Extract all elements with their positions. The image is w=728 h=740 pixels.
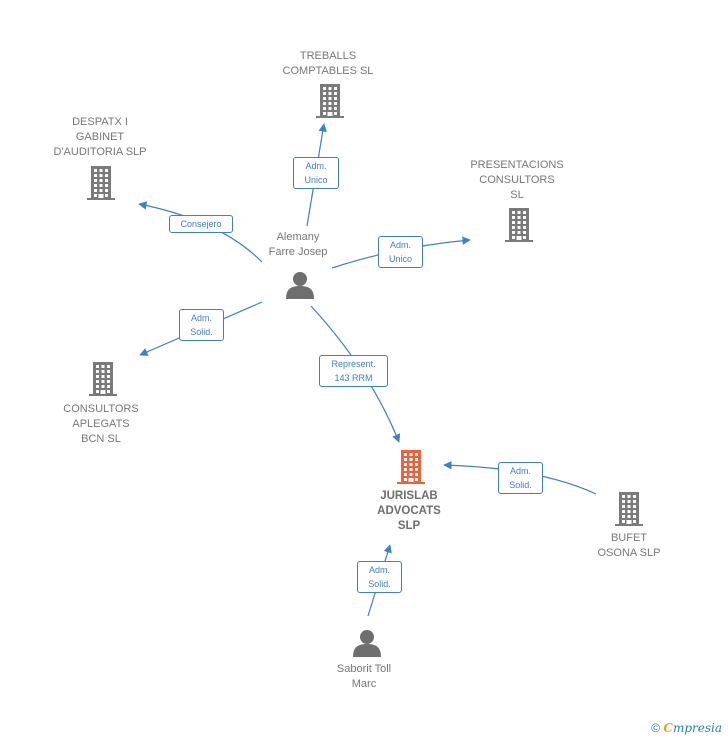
- node-label-saborit[interactable]: Saborit Toll Marc: [336, 663, 392, 690]
- edge-label-alemany-jurislab: Represent. 143 RRM: [319, 355, 388, 387]
- edge-label-saborit-jurislab: Adm. Solid.: [357, 561, 402, 593]
- building-icon-treballs[interactable]: [314, 84, 346, 123]
- edge-label-bufet-jurislab: Adm. Solid.: [498, 462, 543, 494]
- edge-label-alemany-presentacions: Adm. Unico: [378, 236, 423, 268]
- building-icon-presentacions[interactable]: [503, 208, 535, 247]
- copyright-symbol: ©: [651, 721, 661, 735]
- node-label-presentacions[interactable]: PRESENTACIONS CONSULTORS SL: [470, 159, 564, 201]
- brand-initial: C: [663, 721, 673, 735]
- person-icon-saborit[interactable]: [352, 628, 382, 663]
- empresia-logo[interactable]: © Cmpresia: [651, 721, 722, 735]
- node-label-jurislab[interactable]: JURISLAB ADVOCATS SLP: [377, 490, 441, 532]
- brand-name: mpresia: [672, 721, 722, 735]
- node-label-treballs[interactable]: TREBALLS COMPTABLES SL: [282, 50, 374, 77]
- edge-label-alemany-consultors: Adm. Solid.: [179, 309, 224, 341]
- building-icon-bufet[interactable]: [613, 492, 645, 531]
- building-icon-jurislab[interactable]: [395, 450, 427, 489]
- edge-label-alemany-treballs: Adm. Unico: [293, 157, 339, 189]
- edge-label-alemany-despatx: Consejero: [169, 215, 233, 233]
- person-icon-alemany[interactable]: [285, 270, 315, 305]
- building-icon-consultors[interactable]: [87, 362, 119, 401]
- node-label-bufet[interactable]: BUFET OSONA SLP: [597, 532, 661, 559]
- node-label-consultors[interactable]: CONSULTORS APLEGATS BCN SL: [63, 403, 139, 445]
- building-icon-despatx[interactable]: [85, 166, 117, 205]
- node-label-despatx[interactable]: DESPATX I GABINET D'AUDITORIA SLP: [53, 116, 147, 158]
- node-label-alemany[interactable]: Alemany Farre Josep: [268, 231, 328, 258]
